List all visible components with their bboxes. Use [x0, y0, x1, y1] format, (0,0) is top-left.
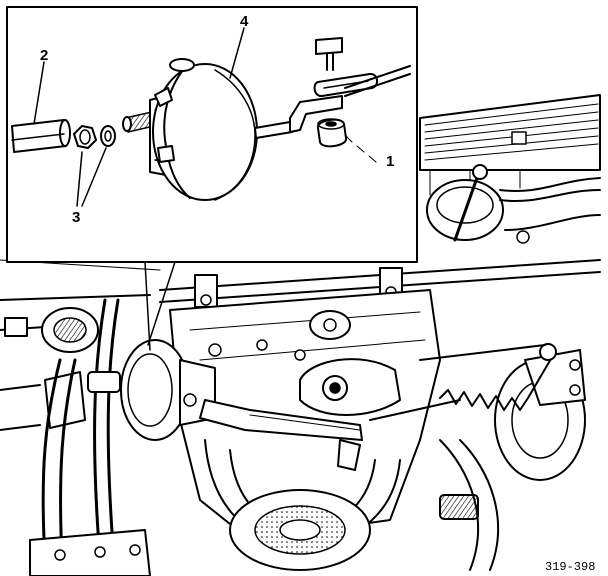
- engine-background: [0, 94, 601, 576]
- right-lower-components: [439, 349, 586, 571]
- callout-3: 3: [72, 209, 80, 226]
- mounting-hardware: [313, 37, 411, 148]
- callout-4: 4: [240, 13, 249, 30]
- fuel-rail-pipe: [0, 259, 601, 308]
- left-side-components: [0, 294, 151, 576]
- installed-vacuum-actuator: [120, 339, 363, 441]
- vacuum-hose: [11, 119, 71, 153]
- leader-line-1: [344, 134, 377, 163]
- throttle-linkage: [299, 343, 557, 471]
- leader-line-4: [229, 27, 245, 79]
- leader-line-3: [76, 147, 107, 207]
- vacuum-actuator: [122, 58, 343, 201]
- nut-and-washer: [73, 125, 116, 149]
- callout-1: 1: [386, 153, 394, 170]
- leader-line-2: [33, 61, 45, 125]
- radiator-grille: [419, 94, 601, 196]
- alternator-housing: [229, 489, 371, 571]
- inset-pointer-lines: [144, 261, 176, 351]
- callout-2: 2: [40, 47, 48, 64]
- figure-reference-code: 319-398: [545, 560, 595, 574]
- detail-inset: 1 2 3 4: [6, 6, 418, 351]
- filler-cap-assembly: [426, 164, 601, 244]
- intake-manifold: [169, 289, 441, 546]
